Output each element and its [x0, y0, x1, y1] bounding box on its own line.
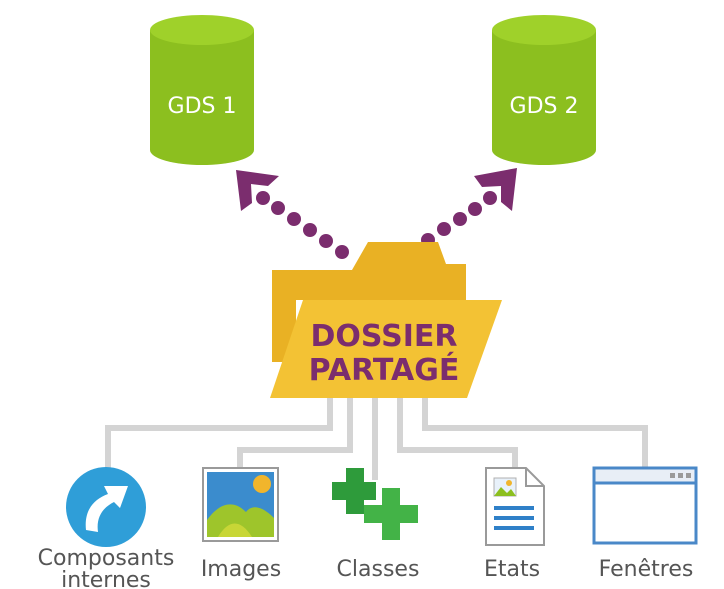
label-fenetres: Fenêtres: [584, 558, 708, 582]
arrowhead-gds1-icon: [236, 170, 279, 211]
report-icon[interactable]: [485, 467, 545, 546]
shared-folder: DOSSIER PARTAGÉ: [270, 242, 502, 398]
database-gds2: GDS 2: [492, 15, 596, 165]
database-gds2-body: [492, 30, 596, 165]
label-composants-internes: Composants internes: [20, 548, 192, 589]
connector-components: [105, 398, 333, 478]
connector-images: [237, 398, 353, 470]
arrow-to-gds2: [421, 168, 517, 247]
database-gds1: GDS 1: [150, 15, 254, 165]
arrow-to-gds1: [236, 170, 349, 259]
window-icon[interactable]: [592, 466, 698, 545]
label-etats: Etats: [460, 558, 564, 582]
internal-component-icon[interactable]: [66, 467, 146, 547]
label-classes-text: Classes: [336, 557, 420, 582]
label-classes: Classes: [318, 558, 438, 582]
label-etats-text: Etats: [483, 557, 541, 582]
database-gds1-label: GDS 1: [168, 94, 237, 119]
connector-etats: [397, 398, 518, 470]
label-fenetres-text: Fenêtres: [598, 557, 694, 582]
folder-front: [270, 300, 502, 398]
connector-lines: [105, 398, 648, 480]
folder-title-line1: DOSSIER: [310, 319, 457, 354]
database-gds1-top: [150, 15, 254, 45]
database-gds2-top: [492, 15, 596, 45]
database-gds2-label: GDS 2: [510, 94, 579, 119]
folder-title-line2: PARTAGÉ: [309, 352, 460, 388]
label-images: Images: [182, 558, 300, 582]
classes-icon[interactable]: [332, 468, 418, 540]
label-composants-internes-text: Composants internes: [37, 546, 175, 589]
arrowhead-gds2-icon: [474, 168, 517, 211]
database-gds1-body: [150, 30, 254, 165]
image-icon[interactable]: [202, 467, 279, 542]
connector-fenetres: [422, 398, 648, 468]
label-images-text: Images: [200, 557, 282, 582]
folder-back: [272, 242, 466, 300]
